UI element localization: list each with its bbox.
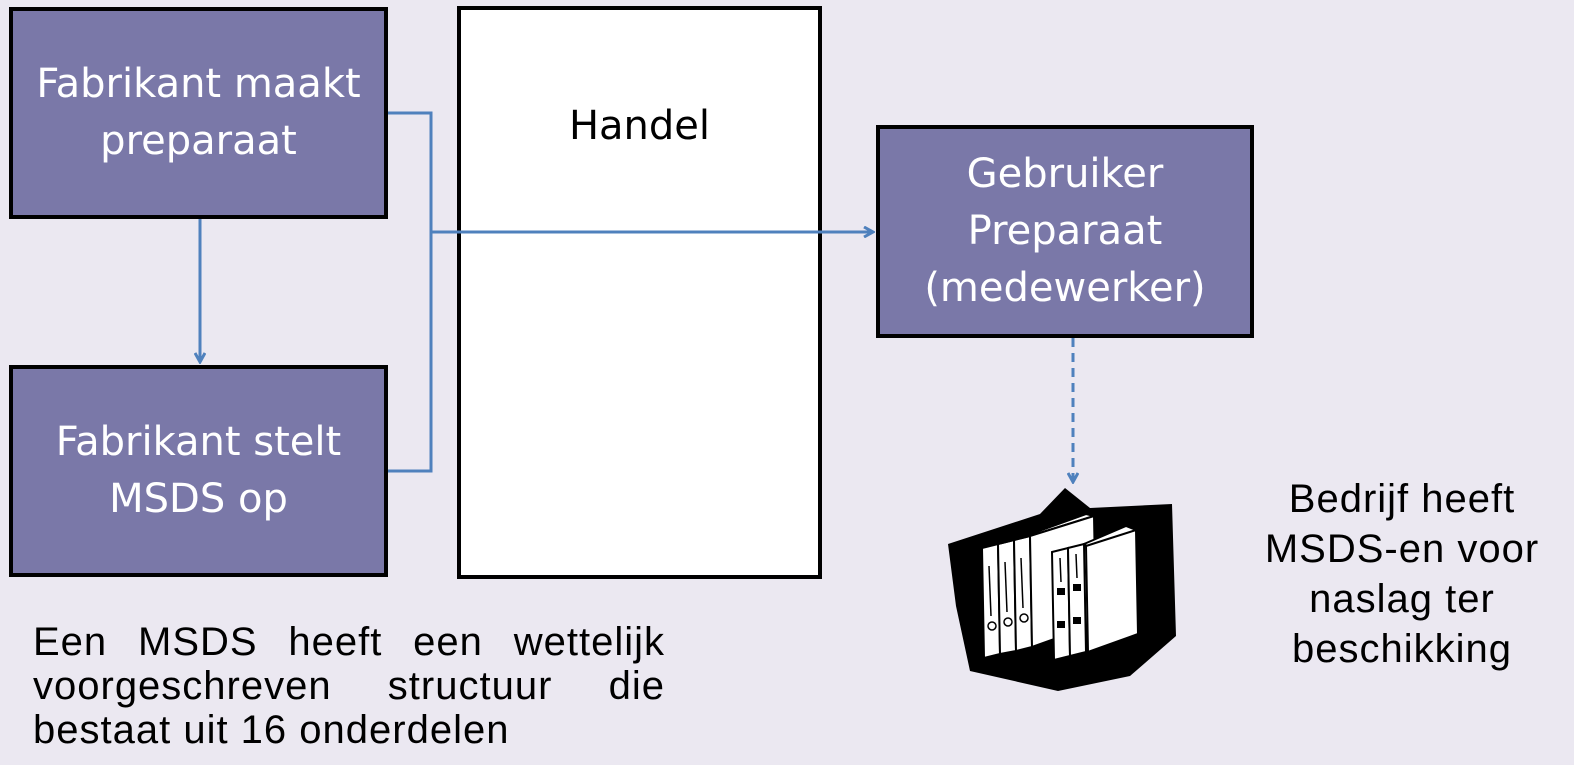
side-line1: Bedrijf heeft (1288, 477, 1516, 521)
box-maker-line1: Fabrikant maakt (36, 61, 361, 107)
side-line3: naslag ter (1309, 577, 1495, 621)
box-user-line2: Preparaat (967, 208, 1163, 254)
box-maker-line2: preparaat (100, 118, 297, 164)
note-line1: Een MSDS heeft een wettelijk (33, 620, 665, 664)
box-user-line3: (medewerker) (924, 265, 1206, 311)
binders-icon (948, 488, 1176, 691)
box-fabrikant-maakt-preparaat: Fabrikant maakt preparaat (9, 7, 388, 219)
box-msds-line1: Fabrikant stelt (55, 419, 342, 465)
note-line3: bestaat uit 16 onderdelen (33, 708, 510, 752)
box-user-line1: Gebruiker (966, 151, 1164, 197)
note-line2: voorgeschreven structuur die (33, 664, 665, 708)
box-fabrikant-stelt-msds-op: Fabrikant stelt MSDS op (9, 365, 388, 577)
side-line4: beschikking (1291, 627, 1512, 671)
box-gebruiker-preparaat: Gebruiker Preparaat (medewerker) (876, 125, 1254, 338)
company-msds-caption: Bedrijf heeft MSDS-en voor naslag ter be… (1232, 474, 1572, 674)
bracket-connector (388, 111, 433, 473)
box-handel-label: Handel (568, 103, 711, 149)
box-handel: Handel (457, 6, 822, 579)
msds-structure-note: Een MSDS heeft een wettelijk voorgeschre… (33, 620, 665, 752)
box-msds-line2: MSDS op (109, 476, 288, 522)
side-line2: MSDS-en voor (1264, 527, 1540, 571)
